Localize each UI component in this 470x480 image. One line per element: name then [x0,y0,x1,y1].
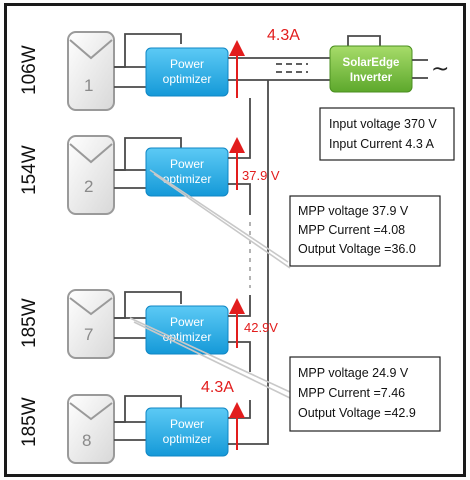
svg-text:optimizer: optimizer [163,432,212,446]
output-wires-1 [228,57,330,81]
solar-panel-2: 2 [67,135,115,215]
power-optimizer-2: Power optimizer [145,147,229,197]
svg-text:Input Current 4.3 A: Input Current 4.3 A [329,137,435,151]
output-wires-2 [228,98,251,215]
current-label-bottom: 4.3A [201,379,234,396]
output-wires-7 [228,295,251,372]
panel-power-label: 185W [19,397,40,447]
svg-text:Input voltage 370 V: Input voltage 370 V [329,117,437,131]
row-panel-7: 185W 7 Power optimizer [19,289,251,372]
wires-panel-1 [114,33,182,88]
svg-text:optimizer: optimizer [163,172,212,186]
ac-output-symbol: ~ [431,57,449,82]
panel-power-label: 106W [19,45,40,95]
row-panel-2: 154W 2 Power optimizer [19,98,251,215]
panel-power-label: 154W [19,145,40,195]
output-wires-8 [228,80,269,445]
power-optimizer-7: Power optimizer [145,305,229,355]
svg-text:Power: Power [170,57,204,71]
svg-text:Output Voltage =36.0: Output Voltage =36.0 [298,242,416,256]
svg-text:Inverter: Inverter [350,72,393,84]
panel-number: 8 [82,431,91,450]
svg-text:optimizer: optimizer [163,72,212,86]
svg-text:Power: Power [170,417,204,431]
info-box-inverter: Input voltage 370 V Input Current 4.3 A [319,107,455,161]
wires-panel-8 [114,395,182,441]
panel-number: 7 [84,325,93,344]
callout-connectors [129,169,291,399]
svg-text:MPP voltage 37.9 V: MPP voltage 37.9 V [298,204,409,218]
row-panel-8: 185W 8 Power optimizer [19,80,269,464]
wires-panel-2 [114,137,182,189]
solar-panel-7: 7 [67,289,115,359]
power-optimizer-8: Power optimizer [145,407,229,457]
solaredge-inverter: SolarEdge Inverter ~ [329,35,449,93]
svg-text:MPP Current =4.08: MPP Current =4.08 [298,223,405,237]
panel-number: 1 [84,76,93,95]
info-box-panel-2: MPP voltage 37.9 V MPP Current =4.08 Out… [289,195,441,267]
power-optimizer-1: Power optimizer [145,47,229,97]
current-label-top: 4.3A [267,27,300,44]
voltage-label-panel-7: 42.9V [244,320,278,335]
svg-text:Power: Power [170,157,204,171]
voltage-label-panel-2: 37.9 V [242,168,280,183]
svg-text:MPP Current =7.46: MPP Current =7.46 [298,386,405,400]
svg-text:Power: Power [170,315,204,329]
svg-text:Output Voltage =42.9: Output Voltage =42.9 [298,406,416,420]
string-to-inverter [268,63,330,81]
solar-panel-1: 1 [67,31,115,111]
svg-text:MPP voltage 24.9 V: MPP voltage 24.9 V [298,366,409,380]
panel-power-label: 185W [19,298,40,348]
info-box-panel-8: MPP voltage 24.9 V MPP Current =7.46 Out… [289,356,441,432]
svg-text:optimizer: optimizer [163,330,212,344]
row-panel-1: 106W 1 Power optimizer [19,31,330,111]
svg-text:SolarEdge: SolarEdge [343,57,400,69]
solar-panel-8: 8 [67,394,115,464]
panel-number: 2 [84,177,93,196]
